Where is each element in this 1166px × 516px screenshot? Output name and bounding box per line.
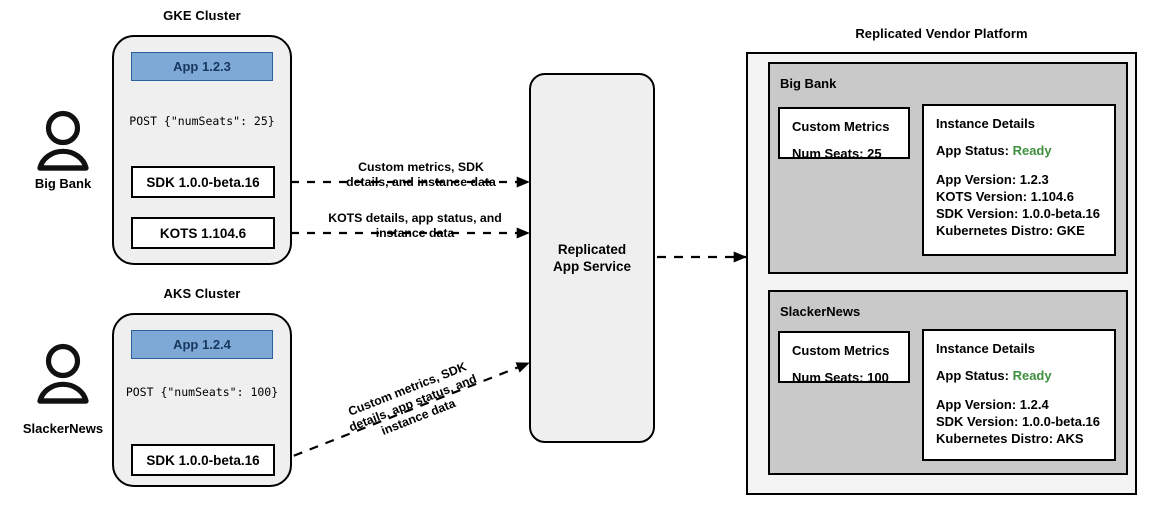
custom-metrics-value-slackernews: Num Seats: 100 xyxy=(792,370,889,385)
gke-app-box[interactable]: App 1.2.3 xyxy=(131,52,273,81)
instance-details-card-big-bank: Instance Details App Status: Ready App V… xyxy=(922,104,1116,256)
gke-post-label: POST {"numSeats": 25} xyxy=(129,114,275,128)
instance-details-title-big-bank: Instance Details xyxy=(936,116,1035,131)
detail-line-k8s-distro-big-bank: Kubernetes Distro: GKE xyxy=(936,223,1085,238)
app-status-label-slackernews: App Status: xyxy=(936,368,1009,383)
custom-metrics-card-slackernews: Custom Metrics Num Seats: 100 xyxy=(778,331,910,385)
edge-label-aks-to-service: Custom metrics, SDK details, app status,… xyxy=(346,359,479,438)
gke-sdk-box[interactable]: SDK 1.0.0-beta.16 xyxy=(131,166,275,198)
instance-details-card-slackernews: Instance Details App Status: Ready App V… xyxy=(922,329,1116,461)
custom-metrics-card-big-bank: Custom Metrics Num Seats: 25 xyxy=(778,107,910,161)
custom-metrics-title-slackernews: Custom Metrics xyxy=(792,343,890,358)
gke-kots-box[interactable]: KOTS 1.104.6 xyxy=(131,217,275,249)
replicated-app-service-box[interactable]: Replicated App Service xyxy=(529,73,655,443)
edge-label-sdk-to-service: Custom metrics, SDK details, and instanc… xyxy=(346,160,496,189)
tenant-name-big-bank: Big Bank xyxy=(780,76,837,91)
custom-metrics-title-big-bank: Custom Metrics xyxy=(792,119,890,134)
aks-app-box[interactable]: App 1.2.4 xyxy=(131,330,273,359)
detail-line-sdk-version-big-bank: SDK Version: 1.0.0-beta.16 xyxy=(936,206,1101,221)
tenant-name-slackernews: SlackerNews xyxy=(780,304,861,319)
detail-line-k8s-distro-slackernews: Kubernetes Distro: AKS xyxy=(936,431,1084,446)
actor-label-slackernews: SlackerNews xyxy=(22,421,104,436)
detail-line-app-version-big-bank: App Version: 1.2.3 xyxy=(936,172,1049,187)
detail-line-app-version-slackernews: App Version: 1.2.4 xyxy=(936,397,1049,412)
person-icon-slackernews xyxy=(37,343,89,404)
custom-metrics-value-big-bank: Num Seats: 25 xyxy=(792,146,882,161)
app-status-row-big-bank: App Status: Ready xyxy=(936,142,1102,159)
gke-cluster-title: GKE Cluster xyxy=(163,8,241,23)
edge-label-kots-to-service: KOTS details, app status, and instance d… xyxy=(328,211,502,240)
person-icon-big-bank xyxy=(37,110,89,171)
aks-post-label: POST {"numSeats": 100} xyxy=(125,385,279,399)
app-status-row-slackernews: App Status: Ready xyxy=(936,367,1102,384)
instance-details-title-slackernews: Instance Details xyxy=(936,341,1035,356)
aks-cluster-title: AKS Cluster xyxy=(163,286,241,301)
aks-sdk-box[interactable]: SDK 1.0.0-beta.16 xyxy=(131,444,275,476)
status-badge-slackernews: Ready xyxy=(1012,368,1052,383)
detail-line-sdk-version-slackernews: SDK Version: 1.0.0-beta.16 xyxy=(936,414,1101,429)
status-badge-big-bank: Ready xyxy=(1012,143,1052,158)
actor-label-big-bank: Big Bank xyxy=(34,176,92,191)
app-status-label-big-bank: App Status: xyxy=(936,143,1009,158)
detail-line-kots-version-big-bank: KOTS Version: 1.104.6 xyxy=(936,189,1075,204)
platform-title: Replicated Vendor Platform xyxy=(855,26,1028,41)
